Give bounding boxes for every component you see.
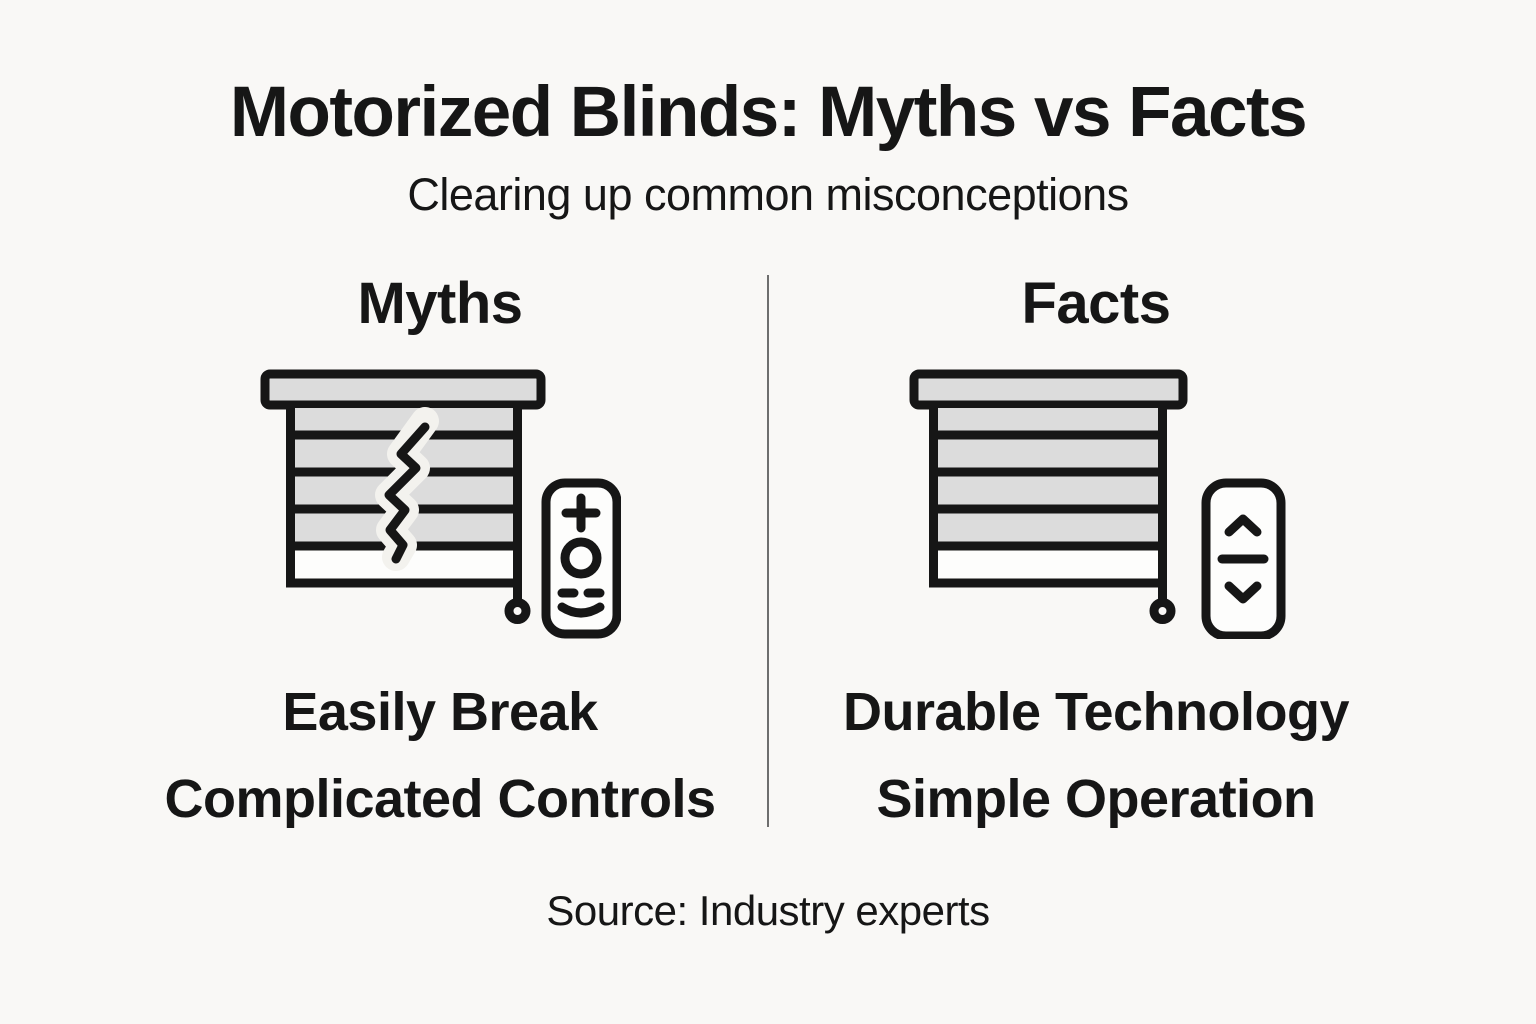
page-subtitle: Clearing up common misconceptions xyxy=(407,168,1129,220)
myth-claim-2: Complicated Controls xyxy=(164,768,716,829)
myths-heading: Myths xyxy=(357,270,523,336)
facts-column: Facts xyxy=(769,270,1423,829)
facts-icon-wrap xyxy=(906,369,1286,639)
column-divider xyxy=(767,274,769,827)
intact-blinds-icon xyxy=(909,369,1286,639)
myths-column: Myths xyxy=(113,270,767,829)
crack-zigzag xyxy=(384,422,430,564)
facts-heading: Facts xyxy=(1021,270,1171,336)
broken-blinds-icon xyxy=(260,369,621,639)
fact-claim-1: Durable Technology xyxy=(842,681,1350,742)
page-title: Motorized Blinds: Myths vs Facts xyxy=(229,73,1308,152)
cord-ring xyxy=(504,597,531,624)
fact-claim-2: Simple Operation xyxy=(876,768,1316,829)
cord-ring xyxy=(1149,597,1176,624)
comparison-columns: Myths xyxy=(0,270,1536,829)
complicated-remote-icon xyxy=(541,478,621,639)
source-line: Source: Industry experts xyxy=(546,886,990,934)
simple-remote-icon xyxy=(1201,478,1286,639)
myth-claim-1: Easily Break xyxy=(282,681,598,742)
myths-icon-wrap xyxy=(259,369,621,639)
